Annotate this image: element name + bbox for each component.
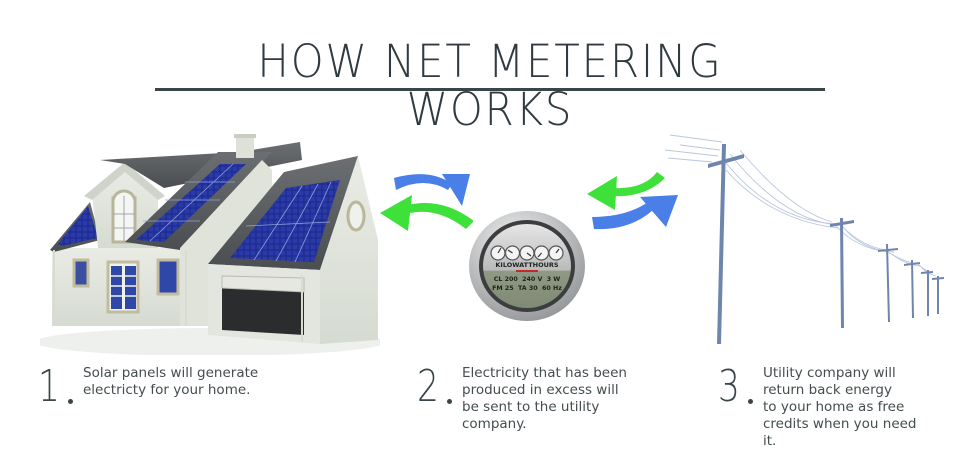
meter-spec-line-2: FM 25 TA 30 60 Hz bbox=[492, 285, 562, 292]
power-lines-illustration bbox=[664, 134, 944, 344]
solar-panel bbox=[230, 180, 340, 262]
solar-house-illustration bbox=[40, 134, 380, 355]
step-text-line: credits when you need bbox=[763, 416, 917, 432]
arrow-to-grid-icon bbox=[592, 195, 678, 230]
step-3: 3 Utility company will return back energ… bbox=[718, 365, 917, 450]
step-text-line: electricty for your home. bbox=[83, 382, 251, 398]
step-bullet bbox=[748, 399, 753, 404]
step-description: Solar panels will generate electricty fo… bbox=[83, 365, 258, 399]
step-number: 2 bbox=[417, 361, 439, 412]
step-text-line: Solar panels will generate bbox=[83, 365, 259, 381]
step-text-line: it. bbox=[763, 433, 777, 449]
step-number: 1 bbox=[38, 361, 60, 412]
electric-meter: KILOWATTHOURS CL 200 240 V 3 W FM 25 TA … bbox=[468, 210, 586, 322]
step-description: Electricity that has been produced in ex… bbox=[462, 365, 627, 433]
arrow-to-meter-from-grid-icon bbox=[587, 172, 665, 210]
step-text-line: Utility company will bbox=[763, 365, 896, 381]
arrow-to-house-icon bbox=[380, 195, 473, 231]
arrow-to-meter-icon bbox=[394, 174, 470, 206]
title-underline bbox=[155, 88, 825, 91]
meter-label: KILOWATTHOURS bbox=[495, 261, 559, 269]
step-bullet bbox=[68, 399, 73, 404]
step-number: 3 bbox=[718, 361, 740, 412]
step-text-line: return back energy bbox=[763, 382, 892, 398]
step-text-line: Electricity that has been bbox=[462, 365, 627, 381]
step-text-line: be sent to the utility bbox=[462, 399, 600, 415]
step-bullet bbox=[447, 399, 452, 404]
meter-spec-line-1: CL 200 240 V 3 W bbox=[493, 276, 561, 283]
step-2: 2 Electricity that has been produced in … bbox=[417, 365, 627, 433]
step-1: 1 Solar panels will generate electricty … bbox=[38, 365, 258, 409]
solar-panel bbox=[58, 206, 98, 246]
step-text-line: company. bbox=[462, 416, 527, 432]
step-text-line: produced in excess will bbox=[462, 382, 619, 398]
page-title: HOW NET METERING WORKS bbox=[257, 35, 723, 136]
step-description: Utility company will return back energy … bbox=[763, 365, 917, 450]
step-text-line: to your home as free bbox=[763, 399, 905, 415]
